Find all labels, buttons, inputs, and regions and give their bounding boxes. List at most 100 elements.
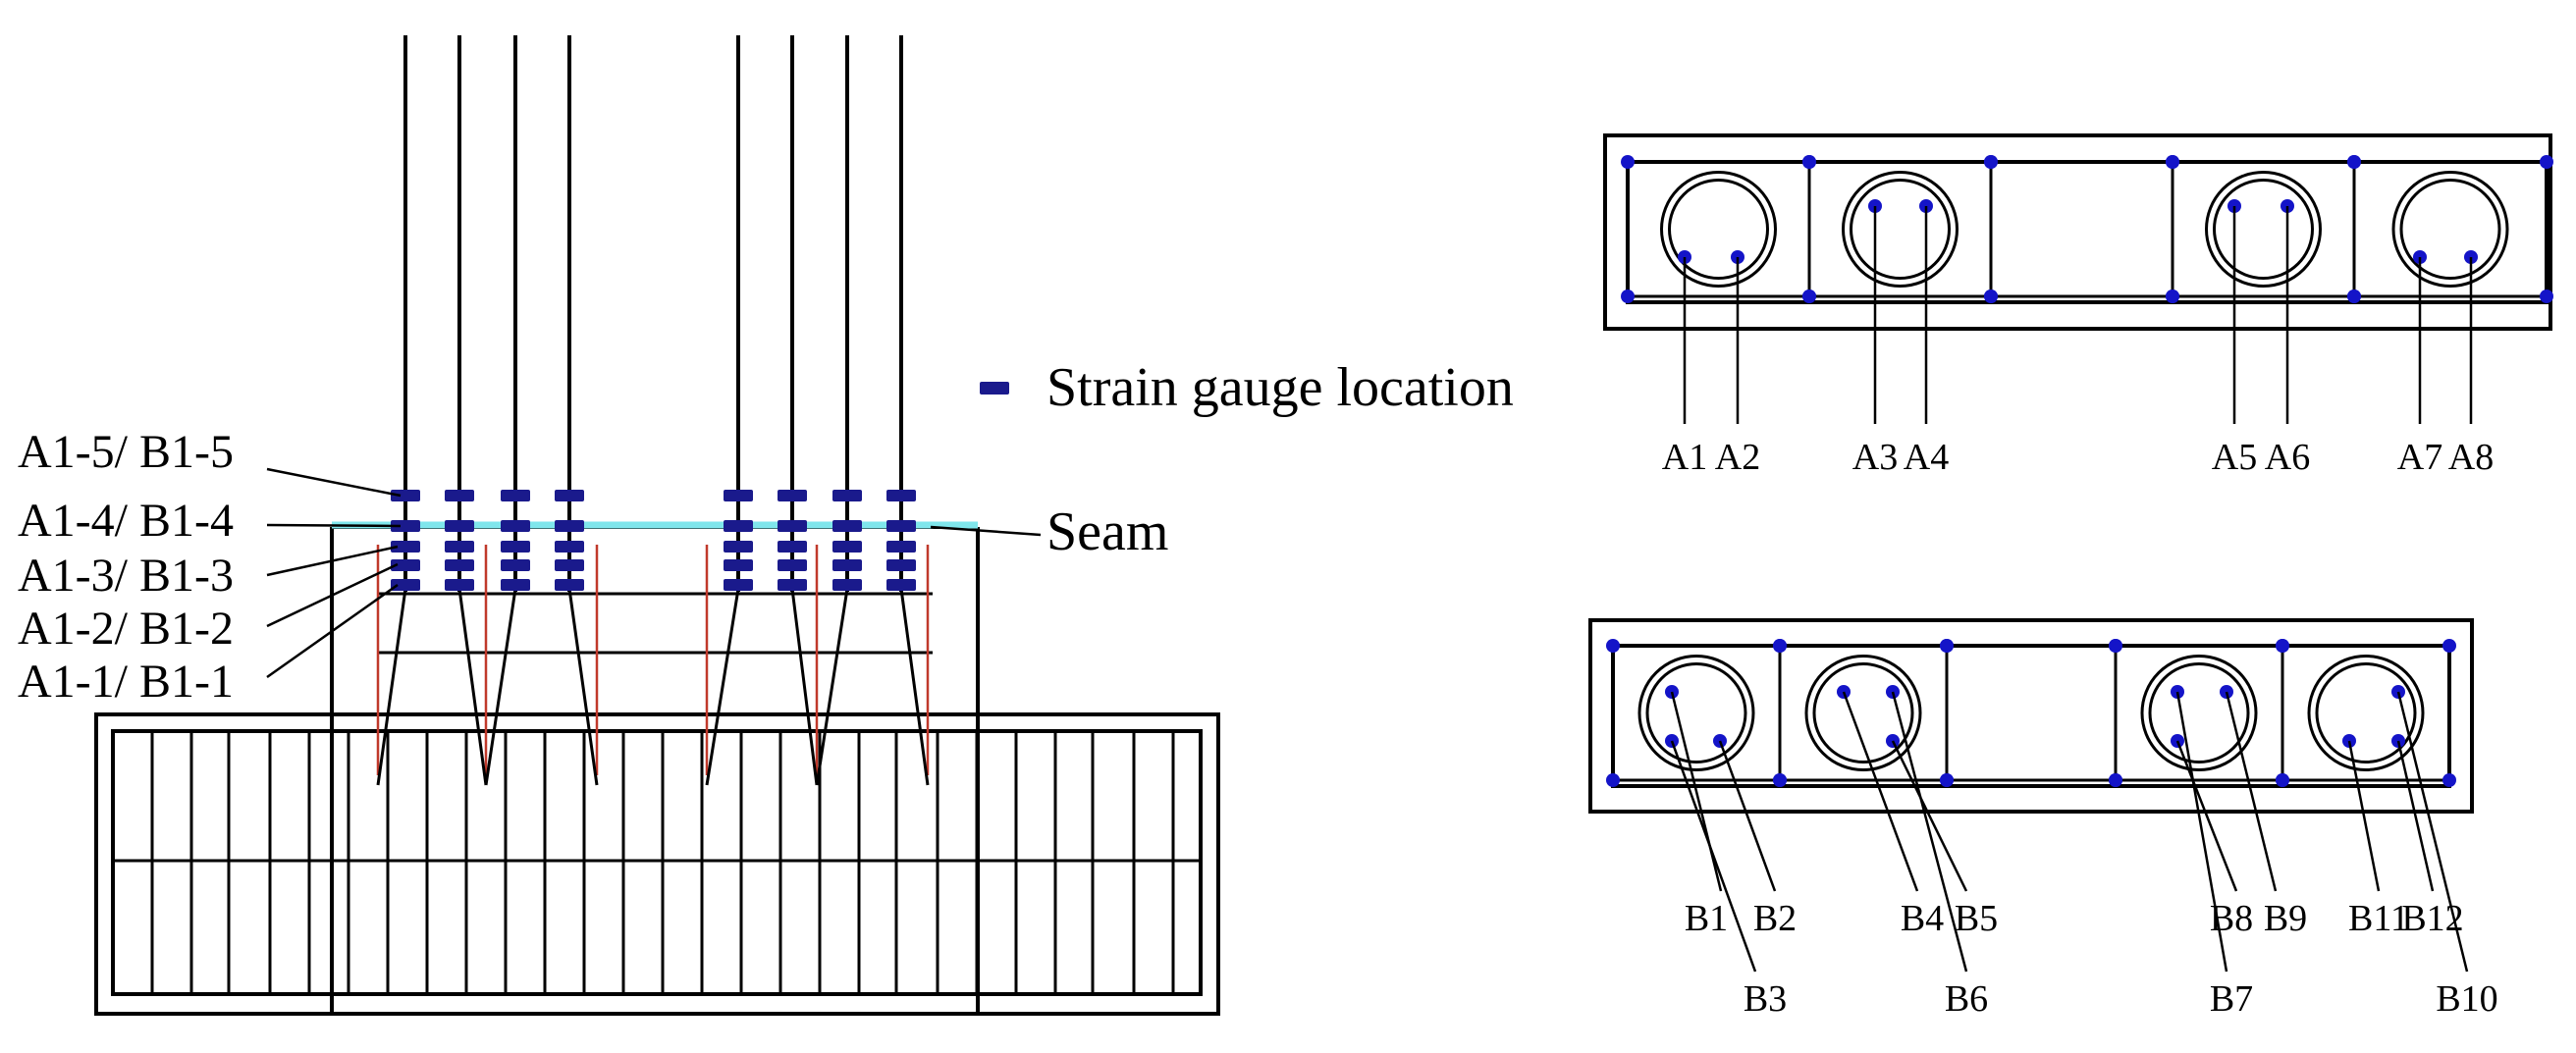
section-bay [2281,644,2451,782]
gauge-leader [2396,740,2435,892]
vertical-rebars [403,35,903,592]
strain-gauge [445,541,474,553]
pipe-inner [1850,179,1951,280]
strain-gauge [445,579,474,591]
gauge-label-a6: A6 [2265,437,2310,478]
section-bay [1945,644,2118,782]
strain-gauge [832,541,862,553]
pipe-inner [1812,662,1914,763]
gauge-leader [2175,691,2228,973]
corner-point [2442,773,2456,787]
gauge-leader [1670,740,1757,973]
section-b-outer [1588,618,2474,814]
corner-point [2442,639,2456,653]
strain-gauge [886,520,916,532]
crack-lines [376,545,930,786]
seam-leader [930,525,1042,537]
level-leaders [266,467,402,679]
strain-gauge [832,559,862,571]
seam-label: Seam [1046,501,1168,562]
foundation-inner [111,729,1203,996]
gauge-label-b2: B2 [1753,898,1797,939]
section-bay [1807,160,1993,298]
tie-line [567,588,599,786]
strain-gauge [555,579,584,591]
corner-point [1606,639,1620,653]
pipe-outer [2307,655,2425,771]
gauge-leader [1670,691,1723,892]
corner-point [2347,155,2361,169]
tie-line [815,588,849,786]
corner-point [1802,290,1816,303]
strain-gauge [555,559,584,571]
strain-gauge [886,559,916,571]
strain-gauge [724,559,753,571]
gauge-label-b5: B5 [1955,898,1998,939]
strain-gauges [391,490,916,591]
corner-point [2109,639,2122,653]
section-bay [1989,160,2174,298]
level-label-3: A1-3/ B1-3 [18,550,234,602]
strain-gauge [445,520,474,532]
gauge-label-a7: A7 [2397,437,2442,478]
pipe-inner [1645,662,1747,763]
legend-gauge-marker [980,382,1009,395]
section-b-bays [1606,639,2456,787]
section-a-inner [1626,160,2549,304]
corner-point [1621,290,1635,303]
gauge-label-b7: B7 [2210,978,2253,1020]
strain-gauge [391,579,420,591]
gauge-leader [2225,691,2278,892]
gauge-label-a1: A1 [1662,437,1707,478]
gauge-leader [1718,740,1777,892]
strain-gauge [501,579,530,591]
strain-gauge [724,541,753,553]
level-label-2: A1-2/ B1-2 [18,603,234,655]
section-a-bays [1621,155,2553,303]
strain-gauge [555,541,584,553]
gauge-leader [2396,691,2469,973]
pipe-outer [1660,171,1777,288]
tie-line [899,588,930,786]
strain-gauge [886,490,916,501]
strain-gauge [778,520,807,532]
strain-gauge [555,520,584,532]
strain-gauge [391,541,420,553]
corner-point [1773,639,1787,653]
strain-gauge [832,579,862,591]
corner-point [1621,155,1635,169]
gauge-label-a5: A5 [2212,437,2257,478]
pipe-inner [2148,662,2250,763]
strain-gauge [832,520,862,532]
strain-gauge [778,579,807,591]
level-label-4: A1-4/ B1-4 [18,495,234,547]
gauge-leader [1891,691,1968,973]
section-bay [1626,160,1811,298]
strain-gauge [886,579,916,591]
gauge-label-b1: B1 [1685,898,1728,939]
strain-gauge [724,579,753,591]
gauge-label-b3: B3 [1744,978,1787,1020]
gauge-label-a8: A8 [2448,437,2494,478]
pipe-inner [2213,179,2314,280]
tie-line [376,588,407,786]
strain-gauge [501,520,530,532]
pipe-inner [1668,179,1769,280]
level-label-1: A1-1/ B1-1 [18,656,234,708]
section-b-inner [1611,644,2451,788]
corner-point [2347,290,2361,303]
pipe-outer [2205,171,2322,288]
corner-point [1940,773,1954,787]
tie-line [457,588,488,786]
strain-gauge [501,490,530,501]
corner-point [1984,290,1998,303]
strain-gauge [391,520,420,532]
strain-gauge [832,490,862,501]
pipe-outer [1804,655,1922,771]
pipe-outer [2140,655,2258,771]
section-bay [2352,160,2549,298]
